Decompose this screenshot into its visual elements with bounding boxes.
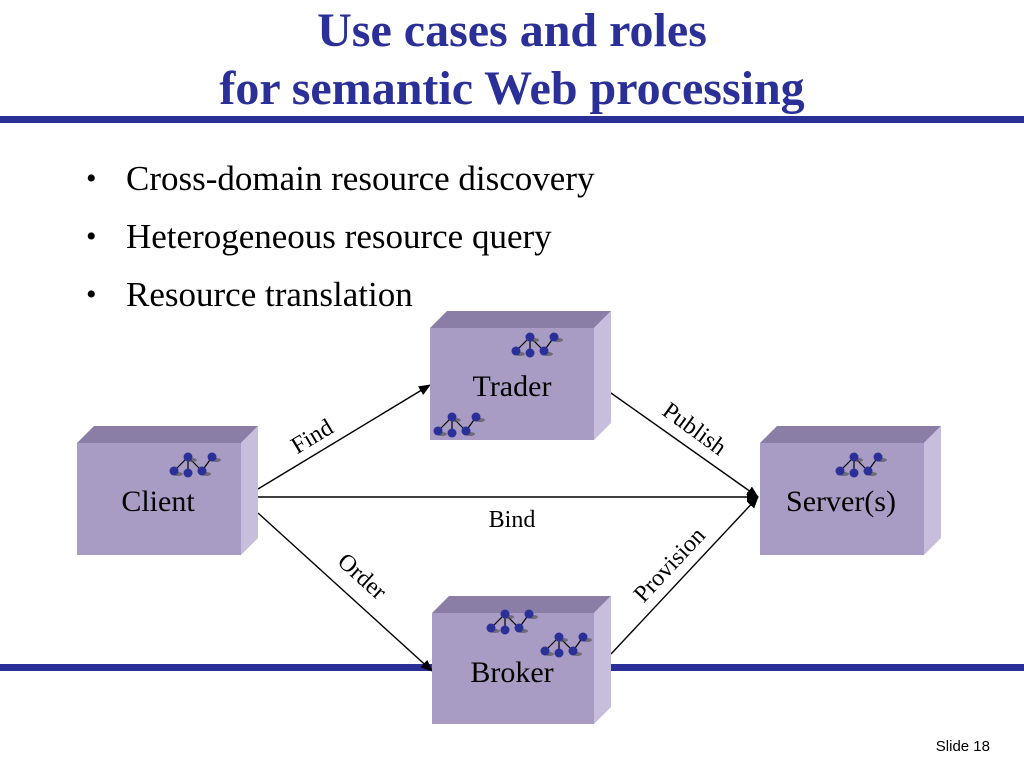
trader-node: Trader [430,311,611,440]
bullet-item: • Heterogeneous resource query [86,208,594,266]
bullet-icon: • [86,162,97,195]
find-label: Find [287,415,338,460]
bullet-item: • Cross-domain resource discovery [86,150,594,208]
title-line-2: for semantic Web processing [219,62,805,115]
bullet-item: • Resource translation [86,266,594,324]
bullet-text: Heterogeneous resource query [126,217,552,256]
bullet-text: Resource translation [126,275,413,314]
order-label: Order [332,548,391,605]
find-arrow [257,384,431,490]
bullet-icon: • [86,278,97,311]
server-node: Server(s) [760,426,941,555]
server-label: Server(s) [786,485,896,518]
publish-arrow [610,392,759,498]
provision-label: Provision [629,523,711,608]
bullet-text: Cross-domain resource discovery [126,159,595,198]
slide-title: Use cases and roles for semantic Web pro… [0,2,1024,118]
title-line-1: Use cases and roles [317,4,707,57]
bullet-icon: • [86,220,97,253]
title-rule [0,116,1024,123]
broker-label: Broker [470,656,553,689]
client-label: Client [121,485,195,518]
order-arrow [257,512,433,672]
bullet-list: • Cross-domain resource discovery • Hetero… [86,150,594,324]
bind-label: Bind [489,507,536,533]
trader-label: Trader [473,370,552,403]
client-node: Client [77,426,258,555]
broker-node: Broker [432,596,611,724]
provision-arrow [610,496,759,655]
slide-number: Slide 18 [935,738,990,755]
